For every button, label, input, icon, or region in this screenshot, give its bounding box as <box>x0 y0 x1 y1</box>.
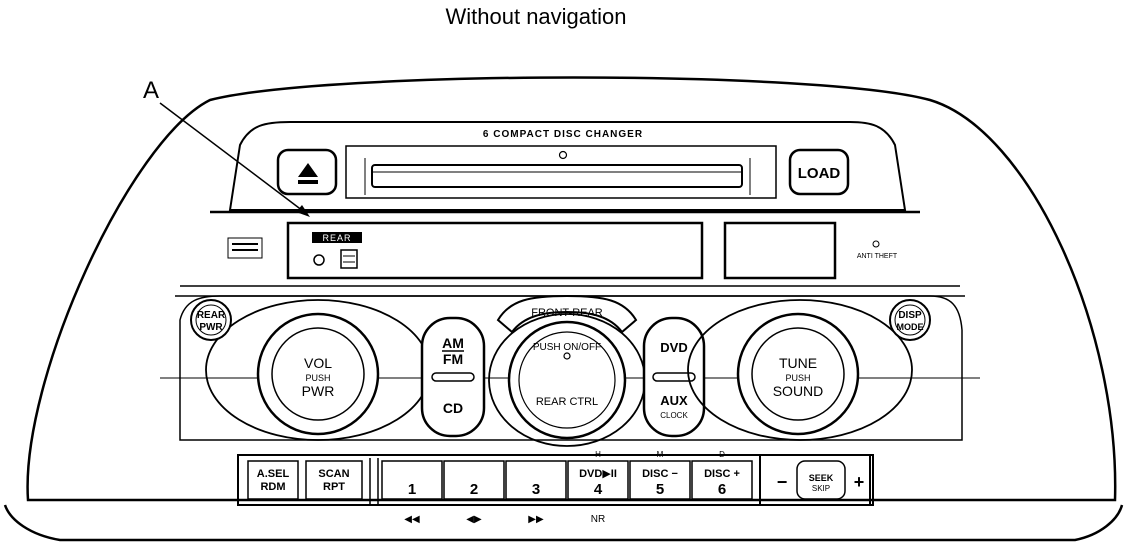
preset-number: 2 <box>470 481 478 498</box>
rear-ctrl-label: REAR CTRL <box>536 396 598 408</box>
preset-above-label: M <box>657 450 664 459</box>
rear-indicator <box>312 232 362 243</box>
center-knob[interactable]: PUSH ON/OFF REAR CTRL <box>507 320 627 440</box>
vol-push-label: PUSH <box>305 373 330 383</box>
preset-below-label: ▶▶ <box>528 514 544 525</box>
disp-mode-line2: MODE <box>897 322 924 332</box>
compact-disc-logo-icon <box>227 237 263 259</box>
push-on-off-label: PUSH ON/OFF <box>533 342 601 353</box>
rear-pwr-line1: REAR <box>197 310 226 321</box>
callout-leader <box>159 102 308 215</box>
preset-top-label: DVD▶II <box>579 468 617 480</box>
asel-rdm-button[interactable]: A.SEL RDM <box>247 460 299 500</box>
disc-slot-frame <box>345 145 777 199</box>
secondary-display <box>723 221 837 280</box>
vol-knob[interactable]: VOL PUSH PWR <box>256 312 380 436</box>
seek-label: SEEK <box>809 473 834 483</box>
anti-theft-led <box>872 240 880 248</box>
preset-number: 6 <box>718 481 726 498</box>
vol-label: VOL <box>304 355 332 371</box>
front-rear-button[interactable]: FRONT-REAR <box>496 294 638 334</box>
cd-label: CD <box>443 400 463 416</box>
preset-button-3[interactable]: 3 <box>505 460 567 500</box>
changer-indicator <box>558 150 568 160</box>
am-fm-cd-rocker[interactable]: AM FM CD <box>420 316 486 438</box>
callout-label-a: A <box>143 77 160 104</box>
preset-button-6[interactable]: DISC +6 <box>691 460 753 500</box>
disc-indicator-icon <box>313 249 358 269</box>
dvd-label: DVD <box>660 340 687 355</box>
preset-number: 5 <box>656 481 664 498</box>
preset-number: 4 <box>594 481 603 498</box>
rear-indicator-label: REAR <box>322 233 351 243</box>
disp-mode-line1: DISP <box>898 310 922 321</box>
rdm-label: RDM <box>260 481 285 493</box>
main-display <box>286 221 704 280</box>
preset-top-label: DISC − <box>642 468 678 480</box>
lower-panel <box>179 295 963 441</box>
seek-skip-button[interactable]: SEEK SKIP <box>796 460 846 500</box>
disp-mode-button[interactable]: DISP MODE <box>889 299 931 341</box>
changer-label: 6 COMPACT DISC CHANGER <box>483 129 643 140</box>
seek-minus-button[interactable]: − <box>777 472 788 492</box>
rear-pwr-line2: PWR <box>199 322 223 333</box>
asel-label: A.SEL <box>257 468 290 480</box>
changer-panel <box>228 121 907 211</box>
scan-label: SCAN <box>318 468 349 480</box>
vol-pwr-label: PWR <box>302 383 335 399</box>
skip-label: SKIP <box>812 484 830 493</box>
preset-top-label: DISC + <box>704 468 740 480</box>
preset-below-label: ◀◀ <box>404 514 420 525</box>
eject-icon <box>298 163 318 184</box>
preset-button-4[interactable]: DVD▶II4 <box>567 460 629 500</box>
outer-bezel-bottom <box>3 504 1124 542</box>
aux-label: AUX <box>660 393 688 408</box>
anti-theft-label: ANTI THEFT <box>857 253 898 260</box>
preset-button-1[interactable]: 1 <box>381 460 443 500</box>
seek-plus-button[interactable]: + <box>854 472 865 492</box>
page-title: Without navigation <box>445 4 627 29</box>
preset-below-label: NR <box>591 514 605 525</box>
preset-number: 1 <box>408 481 416 498</box>
am-label: AM <box>442 335 464 351</box>
preset-number: 3 <box>532 481 540 498</box>
preset-button-2[interactable]: 2 <box>443 460 505 500</box>
preset-button-5[interactable]: DISC −5 <box>629 460 691 500</box>
tune-knob[interactable]: TUNE PUSH SOUND <box>736 312 860 436</box>
eject-button[interactable] <box>276 148 338 196</box>
fm-label: FM <box>443 351 463 367</box>
clock-label: CLOCK <box>660 411 688 420</box>
sound-label: SOUND <box>773 383 824 399</box>
scan-rpt-button[interactable]: SCAN RPT <box>305 460 363 500</box>
preset-above-label: D <box>719 450 725 459</box>
outer-bezel <box>26 76 1117 502</box>
button-strip <box>237 454 874 506</box>
preset-below-label: ◀▶ <box>466 514 482 525</box>
load-label: LOAD <box>798 165 841 182</box>
dvd-aux-rocker[interactable]: DVD AUX CLOCK <box>642 316 706 438</box>
seek-group <box>759 454 871 506</box>
tune-push-label: PUSH <box>785 373 810 383</box>
load-button[interactable]: LOAD <box>788 148 850 196</box>
front-rear-label: FRONT-REAR <box>531 307 603 319</box>
preset-above-label: H <box>595 450 601 459</box>
disc-slot[interactable] <box>371 164 743 188</box>
rpt-label: RPT <box>323 481 345 493</box>
tune-label: TUNE <box>779 355 817 371</box>
rear-pwr-button[interactable]: REAR PWR <box>190 299 232 341</box>
